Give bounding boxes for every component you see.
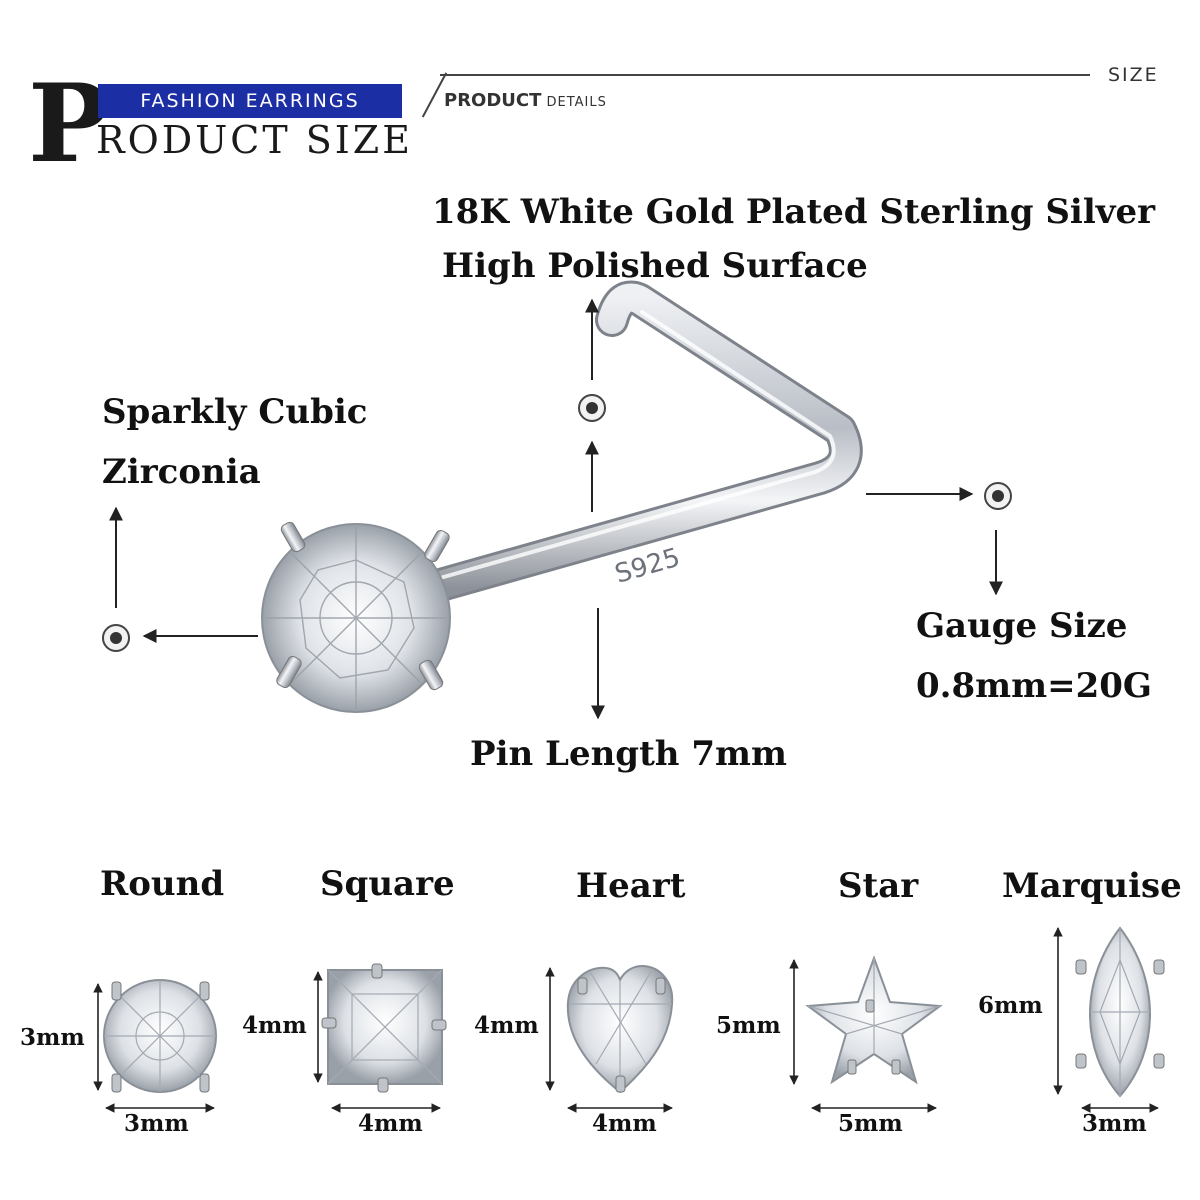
marquise-width: 3mm: [1082, 1110, 1147, 1137]
product-details-bold: PRODUCT: [444, 90, 542, 111]
gauge-value: 0.8mm=20G: [916, 666, 1152, 706]
product-details-small: DETAILS: [546, 95, 607, 110]
stone-label: Sparkly Cubic: [102, 392, 368, 432]
square-width: 4mm: [358, 1110, 423, 1137]
stone-label-2: Zirconia: [102, 452, 261, 492]
marker-stone: [102, 624, 130, 652]
header-divider: [440, 74, 1090, 76]
star-height: 5mm: [716, 1012, 781, 1039]
shape-name-star: Star: [838, 866, 919, 906]
star-shape: [805, 955, 943, 1085]
marker-gauge: [984, 482, 1012, 510]
material-label: 18K White Gold Plated Sterling Silver: [432, 192, 1156, 232]
banner-text: FASHION EARRINGS: [140, 90, 360, 112]
size-tag: SIZE: [1108, 64, 1159, 86]
round-shape: [103, 979, 217, 1093]
gauge-label: Gauge Size: [916, 606, 1128, 646]
shape-name-square: Square: [320, 864, 455, 904]
marker-material: [578, 394, 606, 422]
finish-label: High Polished Surface: [442, 246, 868, 286]
round-height: 3mm: [20, 1024, 85, 1051]
callout-arrows: [109, 298, 1003, 720]
title-initial: P: [28, 61, 110, 187]
round-gem: [261, 521, 451, 713]
pin: S925: [413, 280, 863, 605]
marquise-shape: [1075, 926, 1165, 1098]
shape-name-heart: Heart: [576, 866, 686, 906]
heart-height: 4mm: [474, 1012, 539, 1039]
star-width: 5mm: [838, 1110, 903, 1137]
heart-width: 4mm: [592, 1110, 657, 1137]
square-height: 4mm: [242, 1012, 307, 1039]
round-width: 3mm: [124, 1110, 189, 1137]
shape-name-round: Round: [100, 864, 225, 904]
dimension-arrows: [93, 927, 1159, 1113]
marquise-height: 6mm: [978, 992, 1043, 1019]
shape-name-marquise: Marquise: [1002, 866, 1182, 906]
page-title: RODUCT SIZE: [96, 118, 413, 162]
category-banner: FASHION EARRINGS: [98, 84, 402, 118]
square-shape: [321, 963, 447, 1093]
heart-shape: [566, 964, 674, 1094]
product-details-heading: PRODUCT DETAILS: [444, 90, 607, 111]
pin-length-label: Pin Length 7mm: [470, 734, 787, 774]
